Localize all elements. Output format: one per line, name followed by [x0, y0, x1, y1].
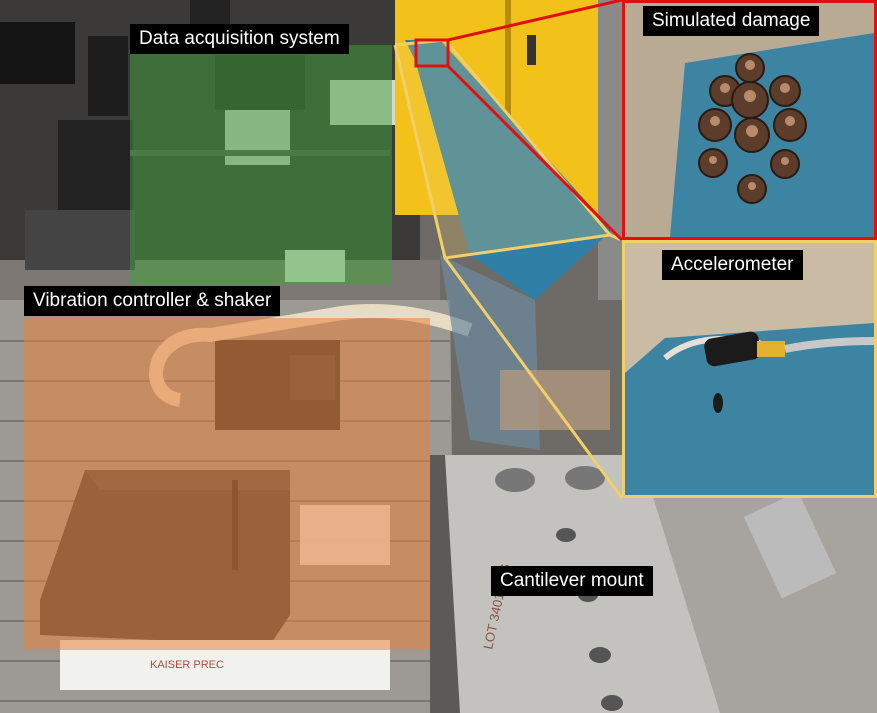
cantilever-mount-label: Cantilever mount [491, 566, 653, 596]
simulated-damage-inset [622, 0, 877, 240]
accelerometer-sensor [704, 331, 761, 367]
damage-location-box [414, 38, 450, 68]
daq-highlight-overlay [130, 45, 392, 285]
plate-stamp-2: KAISER PREC [150, 659, 224, 671]
accelerometer-inset [622, 240, 877, 498]
accelerometer-detail-photo [625, 243, 874, 495]
blue-beam [405, 40, 612, 300]
vibration-highlight-overlay [24, 318, 430, 650]
data-acquisition-label: Data acquisition system [130, 24, 349, 54]
damage-detail-photo [625, 3, 874, 237]
accelerometer-label: Accelerometer [662, 250, 803, 280]
vibration-controller-label: Vibration controller & shaker [24, 286, 281, 316]
simulated-damage-label: Simulated damage [643, 6, 820, 36]
